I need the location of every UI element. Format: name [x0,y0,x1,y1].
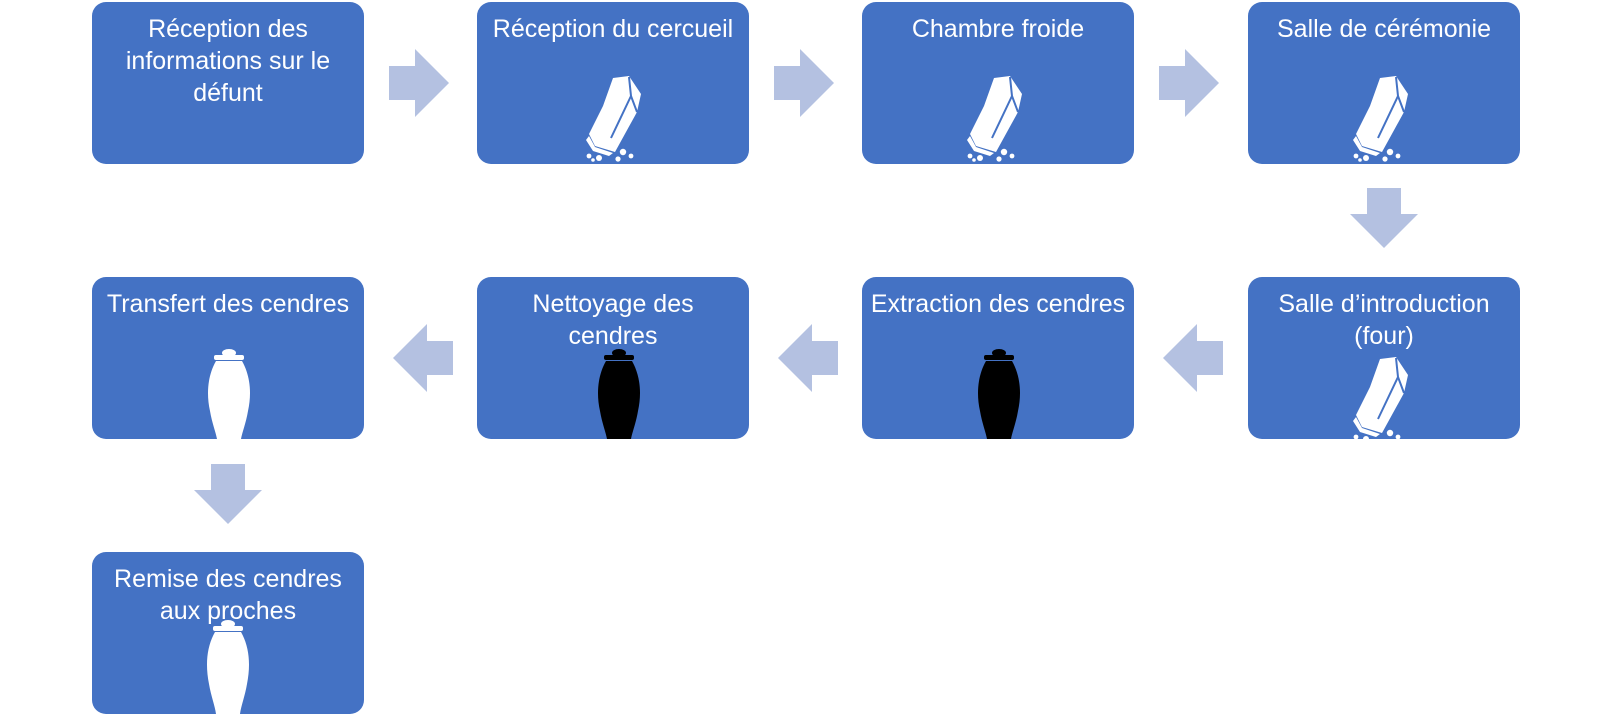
step-salle-introduction: Salle d’introduction (four) [1248,277,1520,439]
coffin-icon [966,76,1030,162]
arrow-left [1163,324,1223,392]
coffin-icon [1352,76,1416,162]
arrow-right [389,49,449,117]
step-label: Remise des cendres aux proches [114,565,342,625]
arrow-left [778,324,838,392]
step-nettoyage-cendres: Nettoyage des cendres [477,277,749,439]
step-chambre-froide: Chambre froide [862,2,1134,164]
arrow-left [393,324,453,392]
arrow-down [194,464,262,524]
step-label: Salle de cérémonie [1276,15,1491,43]
coffin-icon [1352,357,1416,439]
step-remise-cendres: Remise des cendres aux proches [92,552,364,714]
arrow-down [1350,188,1418,248]
step-extraction-cendres: Extraction des cendres [862,277,1134,439]
step-reception-informations: Réception des informations sur le défunt [92,2,364,164]
urn-icon [205,620,251,714]
step-label: Salle d’introduction (four) [1278,290,1490,350]
step-label: Réception du cercueil [492,15,734,43]
urn-icon [976,349,1022,439]
arrow-right [774,49,834,117]
step-salle-ceremonie: Salle de cérémonie [1248,2,1520,164]
step-transfert-cendres: Transfert des cendres [92,277,364,439]
step-label: Nettoyage des cendres [532,290,694,350]
step-reception-cercueil: Réception du cercueil [477,2,749,164]
arrow-right [1159,49,1219,117]
step-label: Chambre froide [911,15,1085,43]
step-label: Réception des informations sur le défunt [125,15,331,107]
urn-icon [206,349,252,439]
step-label: Extraction des cendres [870,290,1126,318]
urn-icon [596,349,642,439]
step-label: Transfert des cendres [106,290,350,318]
coffin-icon [585,76,649,162]
